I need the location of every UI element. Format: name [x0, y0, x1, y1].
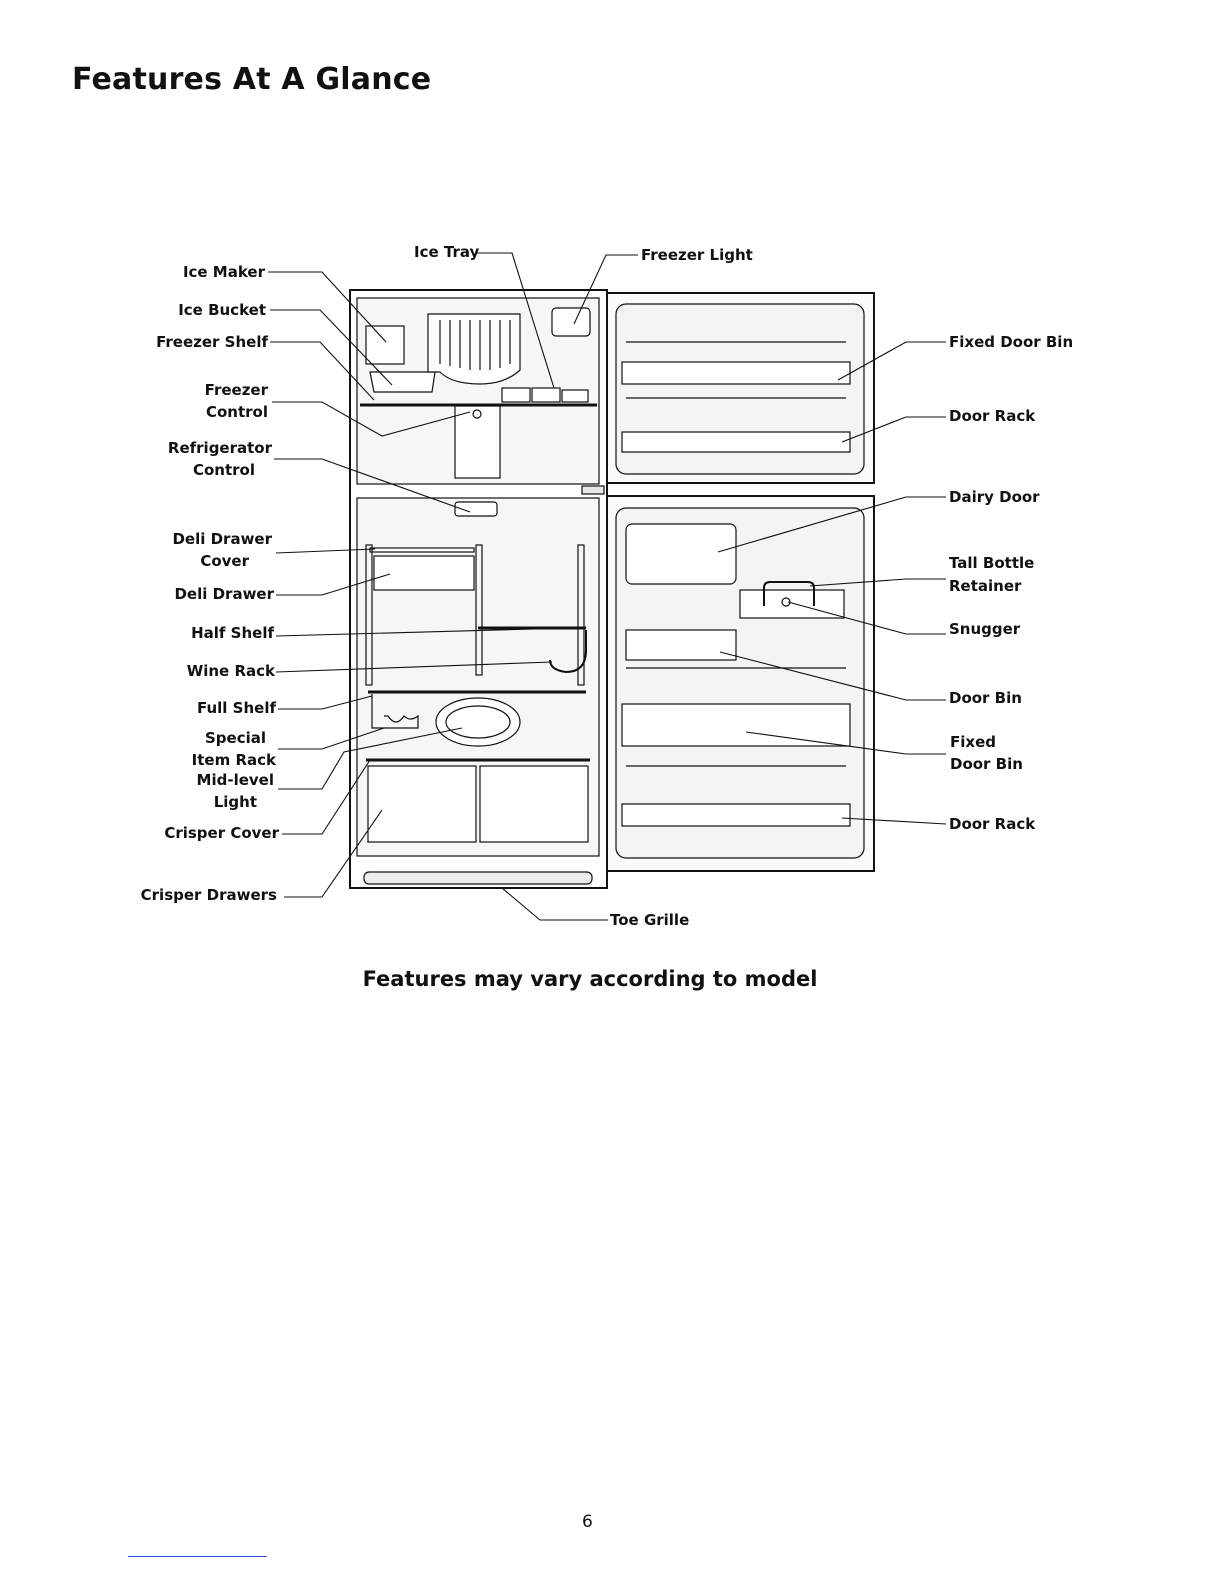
label-ice-bucket: Ice Bucket: [178, 301, 266, 319]
label-fixed-door-bin-1: Fixed: [950, 733, 996, 751]
callout-labels: Ice Maker Ice Bucket Freezer Shelf Freez…: [141, 243, 1073, 929]
mid-level-light-inner: [445, 705, 511, 739]
label-mid-level-light-2: Light: [214, 793, 257, 811]
crisper-drawer-left: [367, 765, 477, 843]
label-deli-drawer-cover-1: Deli Drawer: [172, 530, 272, 548]
label-door-rack-top: Door Rack: [949, 407, 1036, 425]
label-toe-grille: Toe Grille: [610, 911, 689, 929]
page-number: 6: [582, 1512, 593, 1532]
fixed-door-bin: [621, 703, 851, 747]
divider-vent: [581, 485, 605, 495]
label-fixed-door-bin-2: Door Bin: [950, 755, 1023, 773]
label-door-rack-bottom: Door Rack: [949, 815, 1036, 833]
door-rack-top: [621, 431, 851, 453]
ice-maker: [365, 325, 405, 365]
label-deli-drawer-cover-2: Cover: [200, 552, 249, 570]
label-wine-rack: Wine Rack: [187, 662, 276, 680]
label-special-item-rack-2: Item Rack: [192, 751, 277, 769]
label-refrigerator-control-2: Control: [193, 461, 255, 479]
caption: Features may vary according to model: [362, 967, 818, 991]
label-fixed-door-bin-top: Fixed Door Bin: [949, 333, 1073, 351]
label-half-shelf: Half Shelf: [191, 624, 274, 642]
door-bin: [625, 629, 737, 661]
crisper-drawer-right: [479, 765, 589, 843]
label-tall-bottle-retainer-1: Tall Bottle: [949, 554, 1034, 572]
freezer-control-knob: [472, 409, 482, 419]
tall-bottle-retainer-area: [739, 589, 845, 619]
footer-rule: [128, 1556, 267, 1557]
label-refrigerator-control-1: Refrigerator: [168, 439, 273, 457]
label-dairy-door: Dairy Door: [949, 488, 1040, 506]
label-door-bin: Door Bin: [949, 689, 1022, 707]
ice-maker-fins: [439, 320, 511, 370]
deli-drawer-cover: [369, 547, 475, 553]
label-full-shelf: Full Shelf: [197, 699, 276, 717]
freezer-light-cover: [551, 307, 591, 337]
wine-rack: [549, 630, 587, 674]
door-rack-bottom: [621, 803, 851, 827]
label-freezer-control-2: Control: [206, 403, 268, 421]
label-crisper-cover: Crisper Cover: [164, 824, 279, 842]
label-ice-tray: Ice Tray: [414, 243, 480, 261]
label-freezer-light: Freezer Light: [641, 246, 753, 264]
special-item-rack: [371, 694, 419, 729]
right-shelf-ladder: [577, 544, 585, 686]
refrigerator-illustration: [349, 289, 875, 889]
center-shelf-ladder: [475, 544, 483, 676]
label-tall-bottle-retainer-2: Retainer: [949, 577, 1022, 595]
deli-drawer: [373, 555, 475, 591]
freezer-control-panel: [454, 405, 501, 479]
label-special-item-rack-1: Special: [205, 729, 266, 747]
refrigerator-control-housing: [454, 501, 498, 517]
label-mid-level-light-1: Mid-level: [197, 771, 274, 789]
ice-bucket: [369, 371, 436, 393]
label-freezer-control-1: Freezer: [205, 381, 269, 399]
ice-maker-housing: [427, 313, 521, 385]
ice-trays: [501, 387, 589, 403]
label-ice-maker: Ice Maker: [183, 263, 266, 281]
leader-lines: [268, 252, 947, 921]
dairy-door: [625, 523, 737, 585]
left-shelf-ladder: [365, 544, 373, 686]
label-snugger: Snugger: [949, 620, 1021, 638]
label-freezer-shelf: Freezer Shelf: [156, 333, 268, 351]
label-crisper-drawers: Crisper Drawers: [141, 886, 277, 904]
page-title: Features At A Glance: [72, 62, 432, 97]
label-deli-drawer: Deli Drawer: [174, 585, 274, 603]
toe-grille: [363, 871, 593, 885]
mid-level-light: [435, 697, 521, 747]
fixed-door-bin-top: [621, 361, 851, 385]
